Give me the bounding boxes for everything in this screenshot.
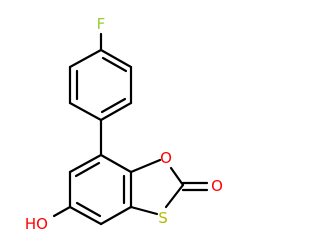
bond-c7-c7a [99, 153, 133, 174]
bond-c5-hydroxyl [52, 205, 72, 218]
bond-c3-c4 [99, 101, 133, 122]
bond-sulfur-c3a [129, 205, 159, 216]
carbonyl-oxygen-label: O [211, 177, 223, 195]
bond-c1-c2-inner [101, 56, 128, 73]
fluorine-label: F [97, 15, 106, 33]
oxathiolone-ring [129, 158, 209, 216]
bond-c4-c5 [68, 101, 103, 122]
bond-c3a-c4 [99, 205, 133, 226]
bond-c4-c5 [68, 205, 103, 226]
hydroxyl-label: HO [25, 215, 48, 233]
bond-c6-c7-inner [74, 161, 101, 178]
bond-c1-c2 [99, 48, 133, 69]
bond-c4-c5-inner [75, 201, 102, 218]
benzo-ring [52, 153, 133, 226]
bond-c6-c7 [68, 153, 103, 174]
fluorophenyl-ring [68, 32, 133, 122]
molecule-diagram: F O O S HO [25, 15, 223, 233]
bond-c7a-oxygen [129, 158, 162, 174]
bond-c3-c4-inner [100, 97, 127, 114]
bond-oxygen-c2 [169, 166, 185, 187]
bond-c2-sulfur [164, 183, 185, 209]
ring-oxygen-label: O [160, 149, 172, 167]
sulfur-label: S [158, 209, 168, 227]
bond-c6-c1 [68, 48, 103, 69]
